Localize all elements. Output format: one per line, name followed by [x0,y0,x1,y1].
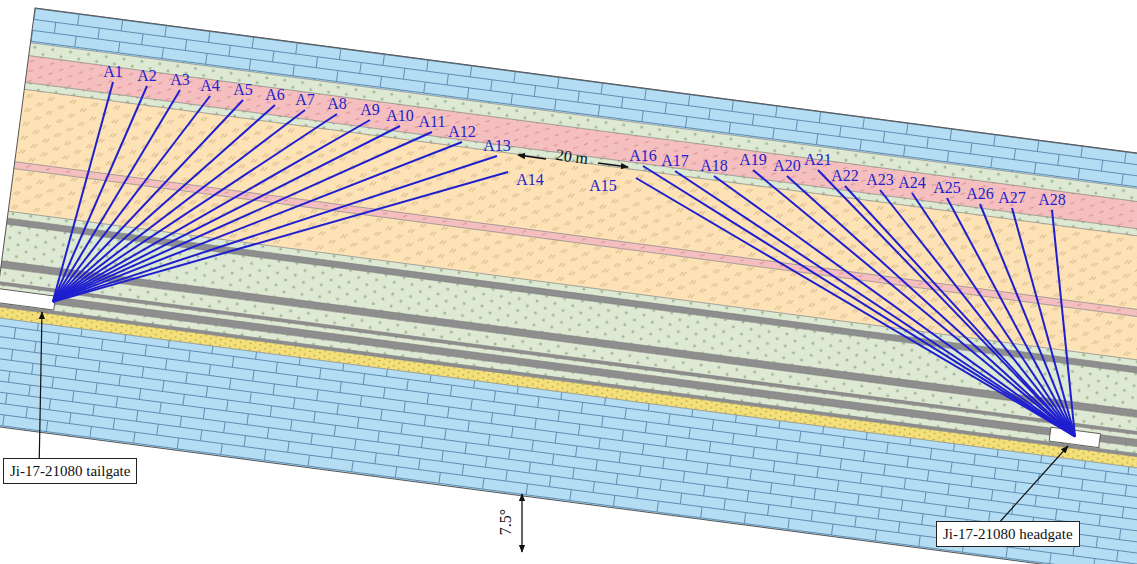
dimension-arrow [521,494,522,552]
leader-arrow [39,312,42,458]
stratum-boundary [0,282,1137,444]
borehole-label: A26 [966,185,994,203]
borehole-label: A24 [898,174,926,192]
callout-text: Ji-17-21080 tailgate [10,463,130,479]
borehole [1012,208,1075,436]
borehole-label: A23 [866,171,894,189]
stratum-boundary [25,82,1137,244]
borehole-label: A9 [360,101,380,119]
borehole-label: A25 [933,179,961,197]
leader-arrow [1001,446,1068,521]
section-outline [0,8,1137,564]
stratum-boundary [0,317,1137,479]
dimension-label: 7.5° [497,509,515,535]
borehole [980,204,1075,436]
dimension-label: 20 m [555,146,590,168]
borehole-label: A3 [170,71,190,89]
dimension-arrow [518,155,546,159]
borehole-label: A28 [1038,191,1066,209]
borehole [675,171,1075,436]
borehole-label: A22 [831,167,859,185]
borehole [636,178,1075,436]
borehole [912,193,1075,436]
stratum-boundary [0,303,1137,465]
stratum-boundary [1,268,1137,430]
borehole [53,120,370,302]
borehole [643,166,1075,436]
borehole [818,170,1075,436]
borehole [53,86,147,302]
borehole [53,105,275,302]
borehole [753,170,1075,436]
callout-box: Ji-17-21080 headgate [936,521,1080,547]
borehole [880,190,1075,436]
borehole-label: A13 [483,137,511,155]
rock-strata [0,8,1137,564]
borehole-label: A6 [265,86,285,104]
borehole [714,176,1075,436]
borehole-label: A10 [386,107,414,125]
borehole [53,132,432,302]
borehole [53,156,497,302]
borehole [53,126,400,302]
borehole-fan [53,82,1075,436]
borehole-label: A7 [295,91,315,109]
borehole-label: A8 [327,95,347,113]
borehole-label: A1 [103,63,123,81]
stratum-boundary [0,290,1137,452]
borehole [845,186,1075,436]
stratum-boundary [24,89,1137,251]
stratum-boundary [2,261,1137,423]
borehole-label: A15 [589,177,617,195]
dimension-marks [518,155,628,552]
stratum [0,317,1137,564]
callout-text: Ji-17-21080 headgate [943,526,1073,542]
borehole-label: A12 [448,123,476,141]
borehole-label: A4 [200,77,220,95]
borehole-label: A21 [804,151,832,169]
borehole-label: A18 [700,157,728,175]
borehole-label: A5 [233,81,253,99]
borehole-label: A16 [629,147,657,165]
stratum-boundary [14,169,1137,331]
borehole [947,198,1075,436]
dimension-arrow [598,163,628,167]
borehole-label: A27 [998,189,1026,207]
stratum-boundary [0,306,1137,468]
borehole-label: A2 [137,67,157,85]
borehole [53,142,462,302]
stratum-boundary [30,43,1137,205]
borehole-label: A20 [773,157,801,175]
callout-box: Ji-17-21080 tailgate [3,458,137,484]
roadway [0,289,56,310]
borehole-label: A17 [661,152,689,170]
borehole [1052,210,1075,436]
borehole [53,172,508,302]
borehole-label: A19 [739,151,767,169]
borehole-label: A11 [419,113,446,131]
borehole [787,176,1075,436]
borehole-label: A14 [516,171,544,189]
